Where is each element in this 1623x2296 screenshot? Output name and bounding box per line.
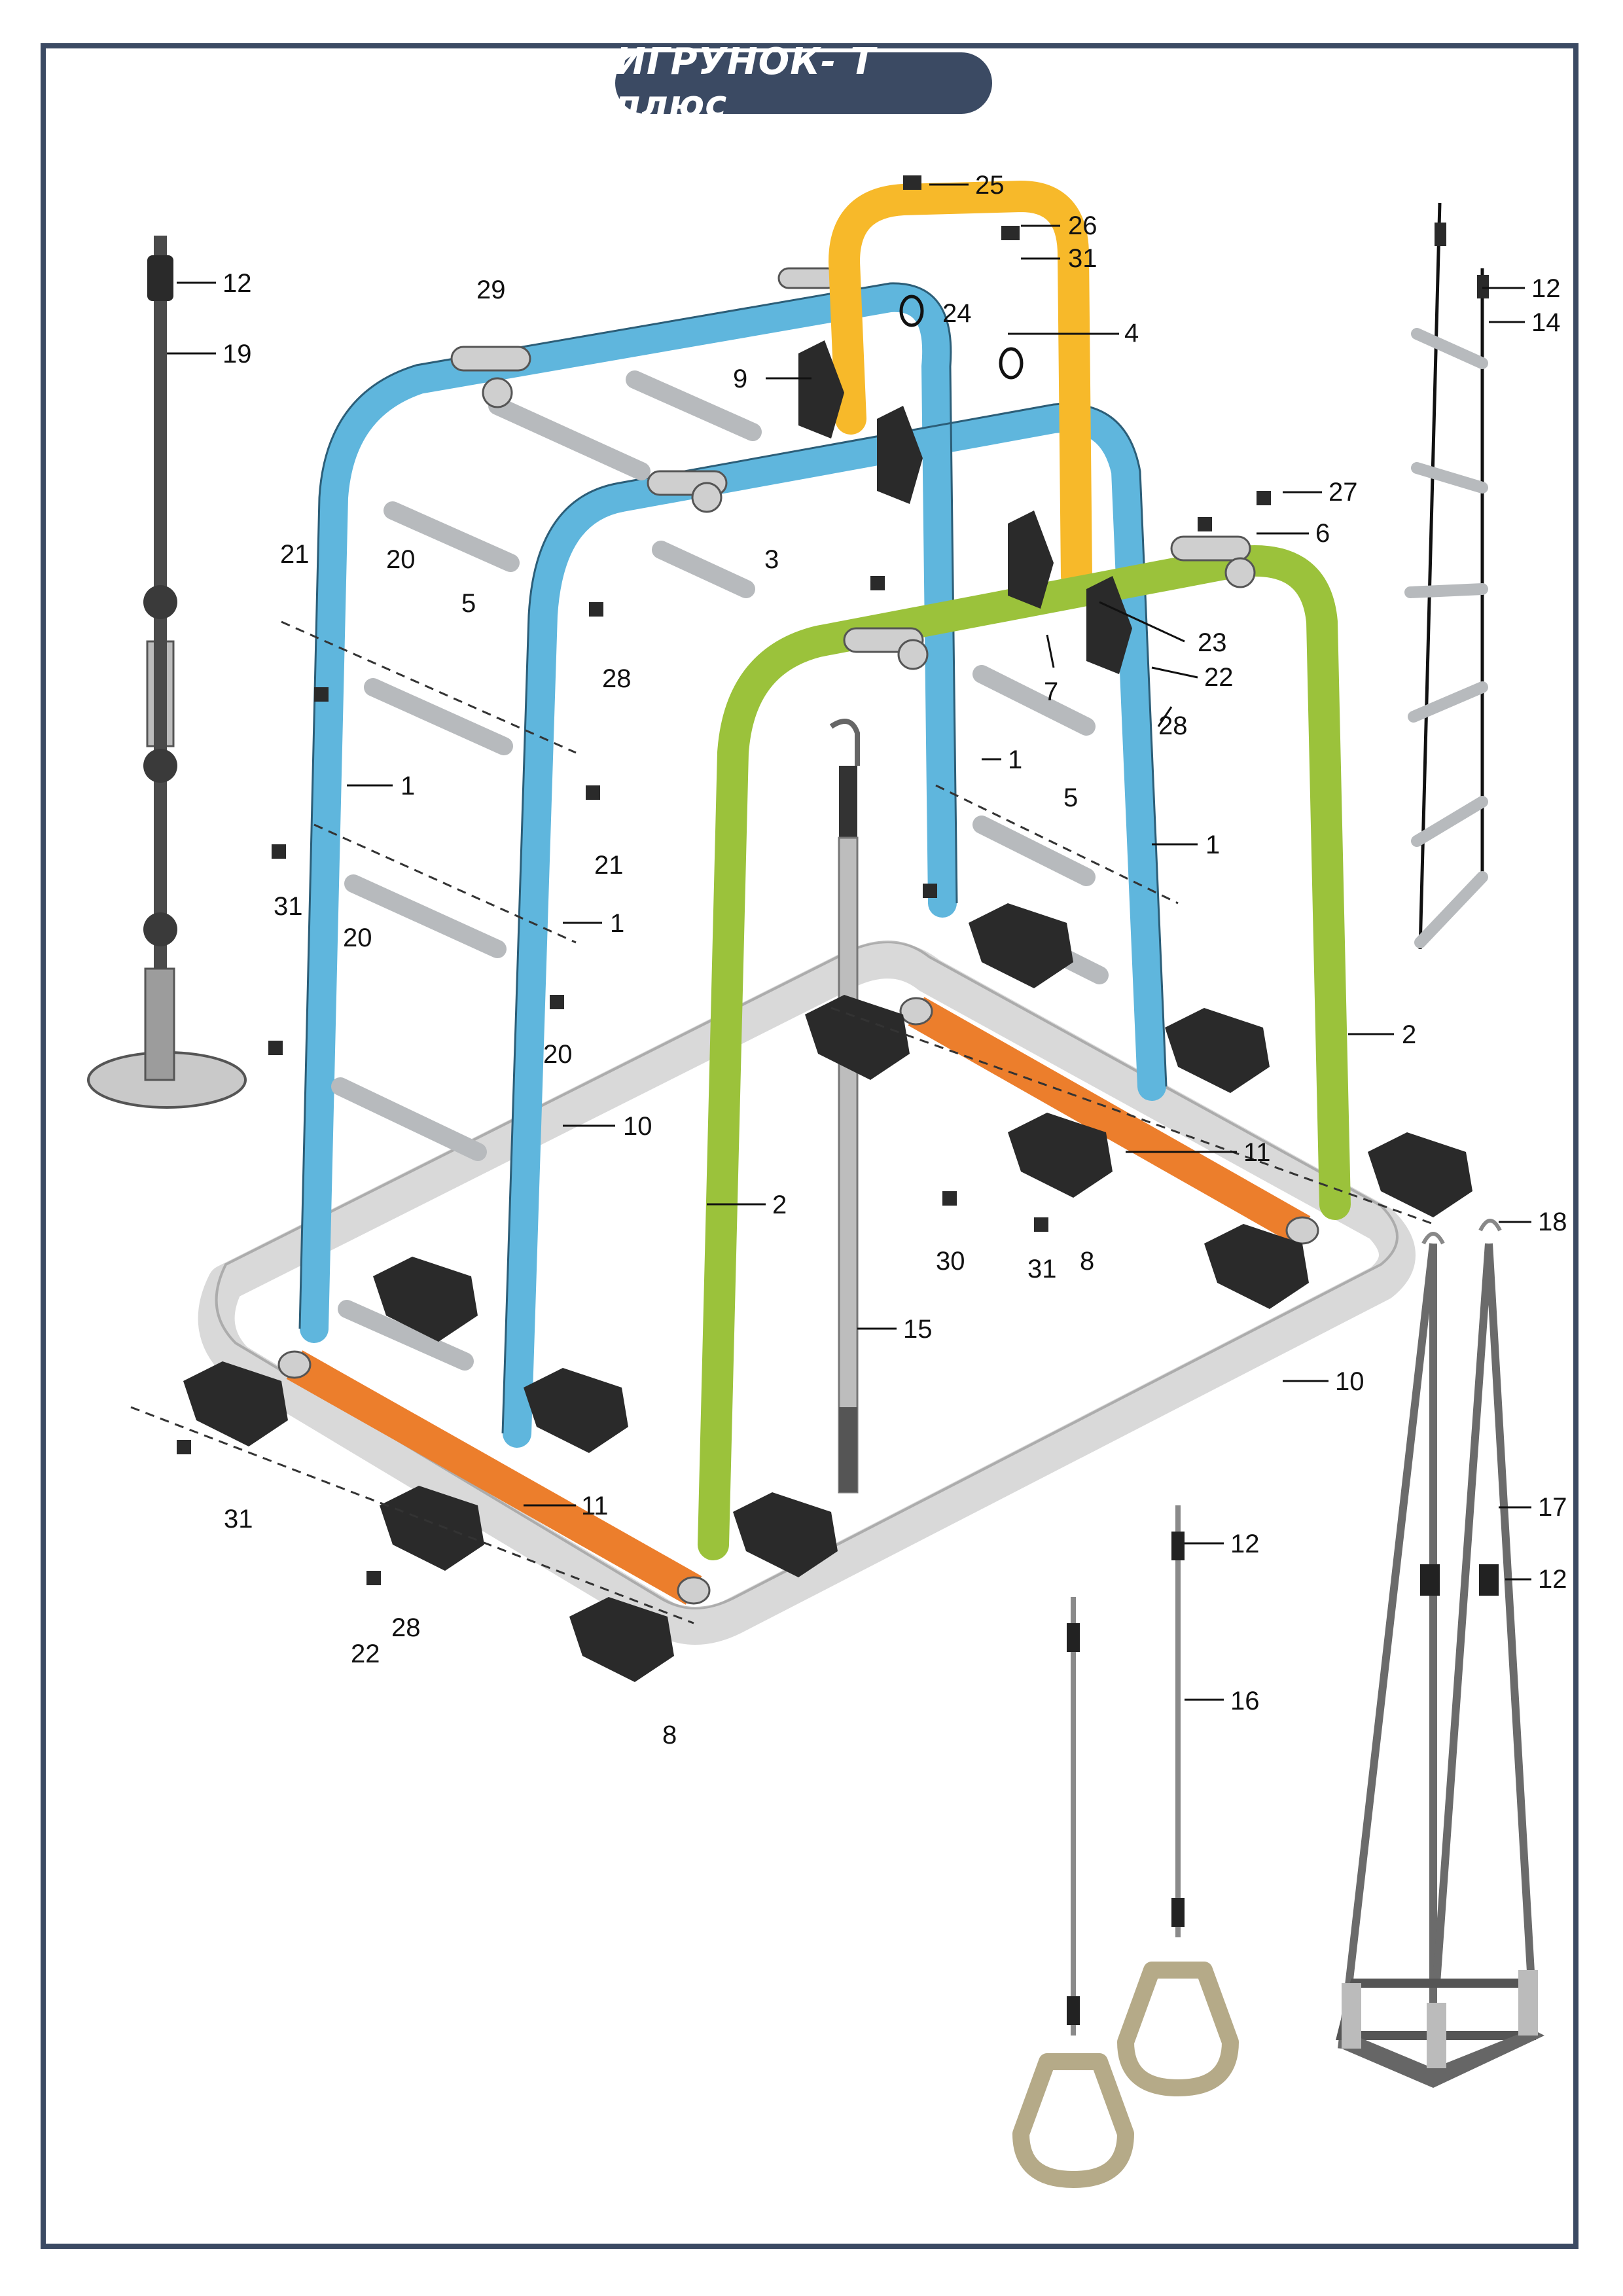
label-11-right: 11 [1243,1138,1271,1167]
base-frame [198,941,1416,1645]
label-11-left: 11 [581,1492,609,1520]
label-10-top: 10 [623,1112,652,1141]
yellow-arch [829,181,1092,592]
label-24: 24 [942,299,972,328]
label-15: 15 [903,1315,933,1344]
label-12-ladder: 12 [1531,274,1561,303]
label-10-bottom: 10 [1335,1367,1364,1396]
label-26: 26 [1068,211,1097,240]
label-5-a: 5 [461,589,476,618]
label-1-d: 1 [1205,831,1220,859]
label-4: 4 [1124,319,1139,348]
label-27: 27 [1329,478,1358,507]
label-3: 3 [764,545,779,574]
assembly-guide-lines [130,620,1434,1624]
climbing-pole [87,236,247,1109]
label-31-top: 31 [1068,244,1097,273]
baby-swing [1336,1219,1544,2088]
label-12-rings: 12 [1230,1530,1260,1558]
label-18: 18 [1538,1208,1567,1236]
label-9: 9 [733,365,747,393]
label-8-b: 8 [662,1721,677,1749]
label-17: 17 [1538,1493,1567,1522]
label-2-right: 2 [1402,1020,1416,1049]
label-28-a: 28 [602,664,632,693]
rope-ladder [1404,202,1489,950]
gymnastic-rings [1012,1505,1239,2188]
fastener-bolts [177,175,1271,1585]
green-crossbar-ends [843,535,1256,670]
label-8-a: 8 [1080,1247,1094,1276]
label-20-a: 20 [386,545,416,574]
label-19: 19 [223,340,252,368]
label-6: 6 [1315,519,1330,548]
leader-lines [167,183,1531,1701]
mounting-brackets [183,340,1472,1682]
orange-crossbars [277,997,1319,1605]
label-20-c: 20 [543,1040,573,1069]
label-2-left: 2 [772,1191,787,1219]
label-28-bottom: 28 [391,1613,421,1642]
label-21-b: 21 [594,851,624,880]
label-1-b: 1 [610,909,624,938]
label-23: 23 [1198,628,1227,657]
label-12-swing: 12 [1538,1565,1567,1594]
label-28-top: 28 [1158,711,1188,740]
label-22-top: 22 [1204,663,1234,692]
label-31-c: 31 [224,1505,253,1534]
label-12-pole: 12 [223,269,252,298]
label-30: 30 [936,1247,965,1276]
label-14: 14 [1531,308,1561,337]
label-16: 16 [1230,1687,1260,1715]
label-25: 25 [975,171,1005,200]
top-tube-ends [450,267,839,513]
label-22-bottom: 22 [351,1640,380,1668]
label-1-c: 1 [1008,745,1022,774]
label-29: 29 [476,276,506,304]
label-1-a: 1 [401,772,415,800]
label-5-b: 5 [1063,783,1078,812]
page-border [41,43,1578,2249]
label-31-b: 31 [1027,1255,1057,1283]
label-20-b: 20 [343,924,372,952]
label-7: 7 [1044,677,1058,706]
part-labels: 25 26 31 24 4 9 27 6 23 22 28 7 12 19 12… [223,171,1567,1749]
green-arch [698,545,1351,1560]
climbing-rope [829,719,860,1494]
blue-tube-outlines [298,282,1168,1434]
label-21-a: 21 [280,540,310,569]
blue-ladder-frames [300,283,1166,1448]
label-31-a: 31 [274,892,303,921]
